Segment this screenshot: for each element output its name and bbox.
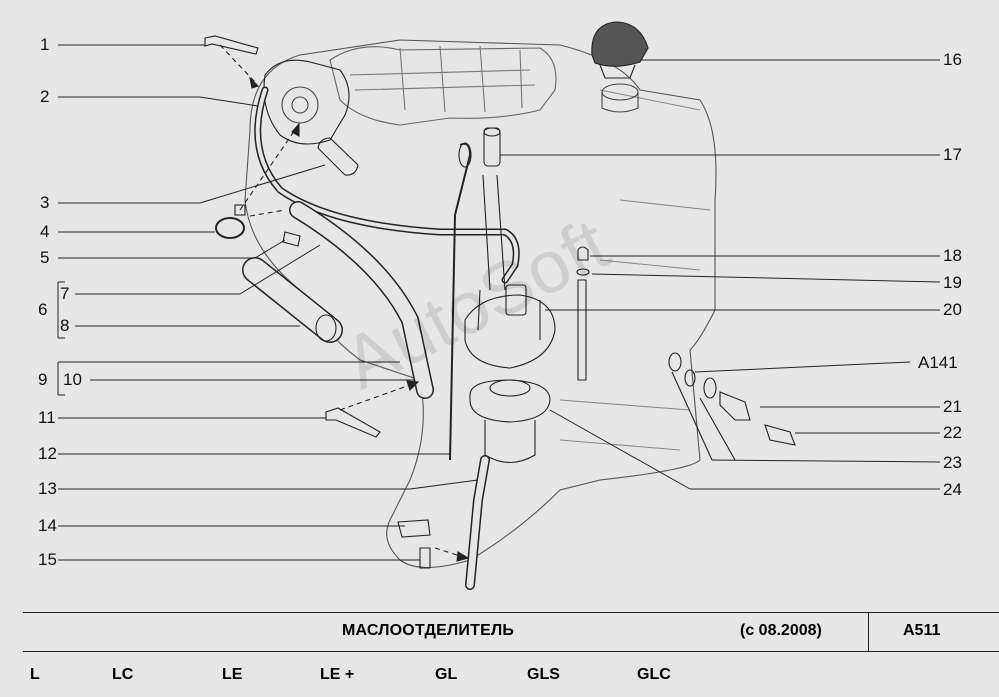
sensor-22 bbox=[764, 424, 796, 446]
bolt-15 bbox=[419, 547, 431, 569]
bracket-14 bbox=[397, 519, 431, 538]
throttle-body bbox=[263, 59, 350, 145]
callout-17: 17 bbox=[943, 145, 962, 164]
date-range: (с 08.2008) bbox=[740, 622, 822, 639]
callout-5: 5 bbox=[40, 248, 50, 267]
callout-13: 13 bbox=[38, 479, 57, 498]
callout-23: 23 bbox=[943, 453, 962, 472]
engine-block-outline bbox=[244, 39, 717, 568]
callout-15: 15 bbox=[38, 550, 57, 569]
callout-1: 1 bbox=[40, 35, 50, 54]
callout-4: 4 bbox=[40, 222, 50, 241]
variant-glc: GLC bbox=[637, 666, 671, 683]
fitting-5 bbox=[282, 231, 301, 247]
variant-gls: GLS bbox=[527, 666, 560, 683]
callout-20: 20 bbox=[943, 300, 962, 319]
variant-l: L bbox=[30, 666, 40, 683]
stud-bolt bbox=[577, 279, 587, 381]
footer-separator bbox=[868, 612, 869, 651]
oil-tube bbox=[482, 174, 506, 291]
callout-16: 16 bbox=[943, 50, 962, 69]
clamp-4 bbox=[215, 217, 245, 239]
callout-6: 6 bbox=[38, 300, 48, 319]
callout-18: 18 bbox=[943, 246, 962, 265]
callout-11: 11 bbox=[38, 408, 56, 427]
callout-10: 10 bbox=[63, 370, 82, 389]
parts-diagram bbox=[57, 21, 941, 590]
screw-1 bbox=[204, 35, 259, 55]
callout-12: 12 bbox=[38, 444, 57, 463]
variant-lc: LC bbox=[112, 666, 134, 683]
callout-19: 19 bbox=[943, 273, 962, 292]
section-code: A511 bbox=[903, 622, 941, 639]
callout-24: 24 bbox=[943, 480, 962, 499]
callout-21: 21 bbox=[943, 397, 962, 416]
screw-11 bbox=[325, 407, 381, 438]
oil-separator bbox=[464, 294, 556, 369]
oil-filler-cap bbox=[591, 21, 649, 67]
pipe-3 bbox=[317, 137, 359, 176]
callout-a141: A141 bbox=[918, 353, 958, 372]
separator-housing bbox=[469, 379, 551, 423]
callout-14: 14 bbox=[38, 516, 57, 535]
intake-manifold bbox=[329, 46, 557, 126]
callout-2: 2 bbox=[40, 87, 50, 106]
callout-3: 3 bbox=[40, 193, 50, 212]
callout-9: 9 bbox=[38, 370, 48, 389]
page-title: МАСЛООТДЕЛИТЕЛЬ bbox=[342, 622, 515, 639]
nut-18 bbox=[577, 246, 589, 261]
footer-top-rule bbox=[23, 612, 999, 613]
footer-bottom-rule bbox=[23, 651, 999, 652]
sensor-21 bbox=[719, 391, 751, 421]
callout-22: 22 bbox=[943, 423, 962, 442]
callout-7: 7 bbox=[60, 284, 70, 303]
washer-19 bbox=[576, 268, 590, 276]
variant-le: LE bbox=[222, 666, 243, 683]
variant-le-plus: LE + bbox=[320, 666, 355, 683]
callout-8: 8 bbox=[60, 316, 70, 335]
variant-gl: GL bbox=[435, 666, 458, 683]
